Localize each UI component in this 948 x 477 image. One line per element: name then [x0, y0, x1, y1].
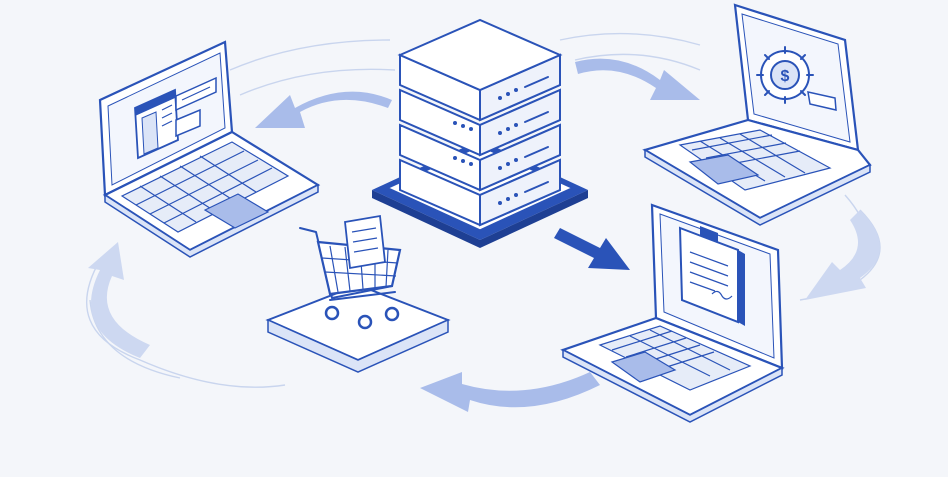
clipboard-icon [678, 226, 745, 326]
server-unit-2 [399, 88, 561, 157]
touchpad [688, 154, 760, 185]
receipt-in-cart [344, 214, 386, 270]
arrow-up-left-side [88, 242, 150, 358]
touchpad [203, 193, 270, 229]
arrow-left-bottom [420, 372, 600, 412]
arrow-down-to-clipboard-laptop [554, 228, 630, 270]
gear-icon: $ [756, 46, 837, 111]
laptop-clipboard [560, 203, 785, 423]
arrow-down-right-side [805, 210, 880, 300]
server-stack [372, 18, 588, 248]
touchpad [610, 351, 677, 383]
svg-text:$: $ [781, 68, 790, 85]
laptop-settings: $ [642, 3, 872, 226]
arrow-right-to-settings-laptop [575, 58, 700, 100]
arrow-left-from-server [255, 91, 392, 128]
laptop-dashboard [98, 40, 321, 258]
shopping-cart-platform [265, 214, 451, 373]
server-unit-3 [399, 123, 561, 192]
shopping-cart-icon [299, 214, 402, 330]
server-unit-4 [399, 158, 561, 227]
dashboard-window-icon [134, 76, 217, 160]
